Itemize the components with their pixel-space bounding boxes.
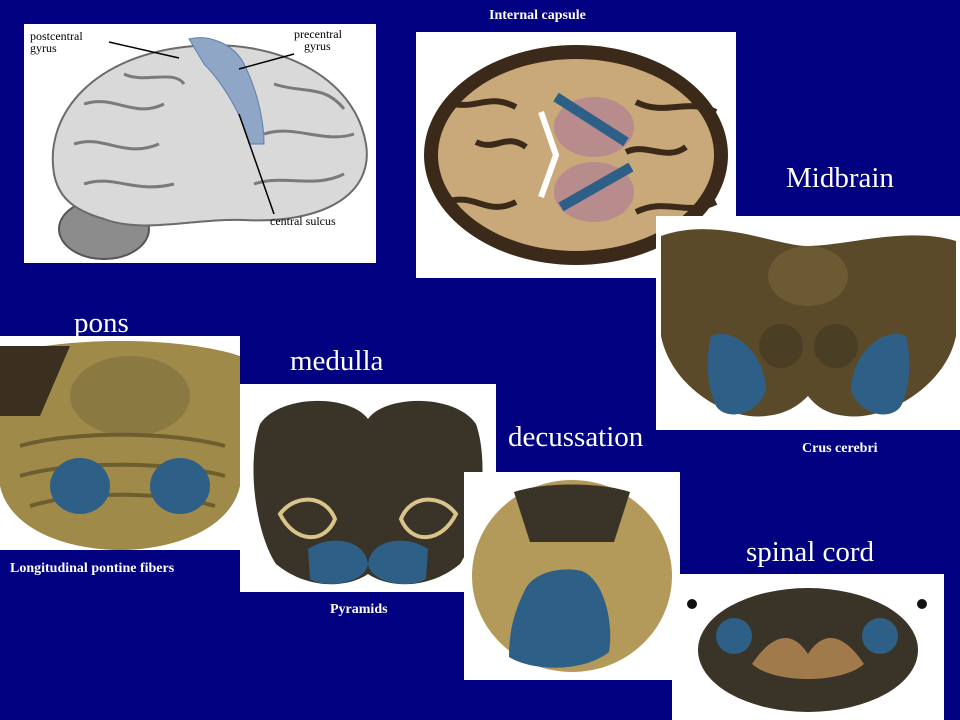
decussation-section-panel xyxy=(464,472,680,680)
pontine-fibers-caption: Longitudinal pontine fibers xyxy=(10,561,175,576)
brain-lateral-view-panel: postcentral gyrus precentral gyrus centr… xyxy=(24,24,376,263)
spinal-cord-section-image xyxy=(672,574,944,720)
medulla-title: medulla xyxy=(290,345,384,377)
brain-lateral-view-image: postcentral gyrus precentral gyrus centr… xyxy=(24,24,376,263)
internal-capsule-caption: Internal capsule xyxy=(489,8,586,23)
pons-section-image xyxy=(0,336,240,550)
precentral-gyrus-label: gyrus xyxy=(304,39,331,53)
midbrain-section-panel xyxy=(656,216,960,430)
midbrain-title: Midbrain xyxy=(786,162,894,194)
precentral-label: precentral xyxy=(294,27,343,41)
medulla-section-panel xyxy=(240,384,496,592)
postcentral-label: postcentral xyxy=(30,29,83,43)
pons-title: pons xyxy=(74,307,129,339)
pons-section-panel xyxy=(0,336,240,550)
decussation-section-image xyxy=(464,472,680,680)
pyramids-caption: Pyramids xyxy=(330,602,388,617)
postcentral-gyrus-label: gyrus xyxy=(30,41,57,55)
crus-cerebri-caption: Crus cerebri xyxy=(802,441,878,456)
medulla-section-image xyxy=(240,384,496,592)
decussation-title: decussation xyxy=(508,421,644,453)
midbrain-section-image xyxy=(656,216,960,430)
spinal-cord-title: spinal cord xyxy=(746,536,875,568)
central-sulcus-label: central sulcus xyxy=(270,214,336,228)
spinal-cord-section-panel xyxy=(672,574,944,720)
